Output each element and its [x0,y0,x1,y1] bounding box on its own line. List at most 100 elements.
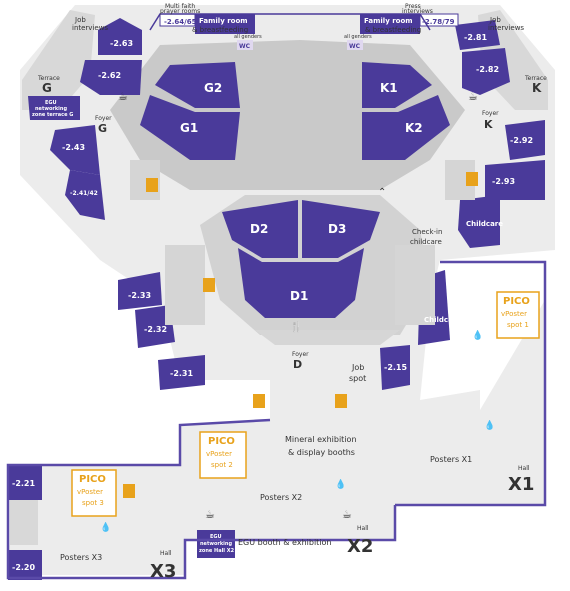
service-right [395,245,435,325]
hall-x3-word: Hall [160,550,172,557]
terrace-k-word: Terrace [524,75,547,82]
pico-title-3: PICO [79,474,106,485]
room-d1-label: D1 [290,289,308,303]
room-g2 [155,62,240,108]
egu-g-line2: networking [35,106,67,112]
room-281 [455,20,500,50]
room-k1-label: K1 [380,81,398,95]
childcare-top-label: Childcare [466,220,503,228]
pico-spot-2-line1: vPoster [206,450,232,458]
room-k2 [362,95,450,160]
elevator-icon [203,278,215,292]
hall-x1-word: Hall [518,465,530,472]
coffee-icon: ☕ [118,90,128,103]
service-left [165,245,205,325]
wc-right [347,40,363,50]
pico-spot-2-line2: spot 2 [211,461,233,469]
room-24142 [65,170,105,220]
room-231 [158,355,205,390]
room-221 [8,465,42,500]
room-215 [380,345,410,390]
family-room-right-sub: & breastfeeding [365,26,421,34]
room-262-label: -2.62 [98,71,121,80]
foyer-g-word: Foyer [95,115,112,122]
family-room-left [195,14,255,34]
room-childcare-top [458,195,500,248]
elevator-icon [335,394,347,408]
job-interviews-label: interviews [72,24,108,32]
all-genders-left: all genders [234,34,262,40]
room-292 [505,120,545,160]
egu-x2-line3: zone Hall X2 [199,548,235,554]
wall-x2 [6,418,397,580]
egu-x2-line2: networking [200,541,232,547]
x3-storage [10,500,38,545]
room-293 [485,160,545,200]
outer-wall [395,260,547,507]
room-262 [80,60,142,95]
room-243-label: -2.43 [62,143,85,152]
pico-spot-2-box [199,431,247,479]
family-room-right [360,14,420,34]
multi-faith-label: Multi faith [165,3,195,10]
water-drop-icon: 💧 [335,478,346,490]
foyer-d-word: Foyer [292,351,309,358]
room-233 [118,272,162,310]
posters-x1-label: Posters X1 [430,455,472,464]
press-interviews-label: Press [405,3,421,10]
pico-spot-1-line2: spot 1 [507,321,529,329]
terrace-g-word: Terrace [37,75,60,82]
room-g2-label: G2 [204,81,222,95]
hanger-icon: ⌃ [378,187,386,198]
room-g1-label: G1 [180,121,198,135]
egu-x2-line1: EGU [210,534,222,540]
foyer-k-word: Foyer [482,110,499,117]
wc-left [237,40,253,50]
press-interviews-label: interviews [402,8,433,15]
coffee-icon: ☕ [342,508,352,521]
pico-spot-3-line2: spot 3 [82,499,104,507]
room-k1 [362,62,432,108]
room-282-label: -2.82 [476,65,499,74]
room-292-label: -2.92 [510,136,533,145]
mineral-label-1: Mineral exhibition [285,435,357,444]
press-room-box [419,13,459,27]
pico-title-2: PICO [208,436,235,447]
job-spot-1: Job [351,363,364,372]
foyer-g-letter: G [98,122,107,135]
room-d2-label: D2 [250,222,268,236]
egu-booth-label: EGU booth & exhibition [238,538,331,547]
room-264-65: -2.64/65 [164,18,197,26]
room-d3-label: D3 [328,222,346,236]
room-232-label: -2.32 [144,325,167,334]
room-215-label: -2.15 [384,363,407,372]
hall-x1-letter: X1 [508,474,534,495]
family-room-right-label: Family room [364,17,413,25]
elevator-icon [146,178,158,192]
mineral-label-2: & display booths [288,448,355,457]
all-genders-right: all genders [344,34,372,40]
room-293-label: -2.93 [492,177,515,186]
posters-x3-label: Posters X3 [60,553,102,562]
terrace-g-letter: G [42,81,52,95]
elevator-icon [123,484,135,498]
room-k2-label: K2 [405,121,423,135]
childcare-bottom-label: Childcare [424,316,461,324]
room-263-label: -2.63 [110,39,133,48]
pico-spot-3-box [71,469,117,517]
pico-spot-1-box [496,291,540,339]
room-24142-label: -2.41/42 [70,190,98,197]
foyer-d-letter: D [293,358,302,371]
water-drop-icon: 💧 [100,521,111,533]
terrace-g [22,10,95,110]
water-drop-icon: 💧 [484,419,495,431]
foyer-k-letter: K [484,118,493,131]
coffee-icon: ☕ [468,90,478,103]
room-g1 [140,95,240,160]
elevator-icon [466,172,478,186]
posters-x2-label: Posters X2 [260,493,302,502]
family-room-left-sub: & breastfeeding [192,26,248,34]
room-220-label: -2.20 [12,563,35,572]
room-d3 [302,200,380,258]
egu-terrace-g-zone [28,96,80,120]
